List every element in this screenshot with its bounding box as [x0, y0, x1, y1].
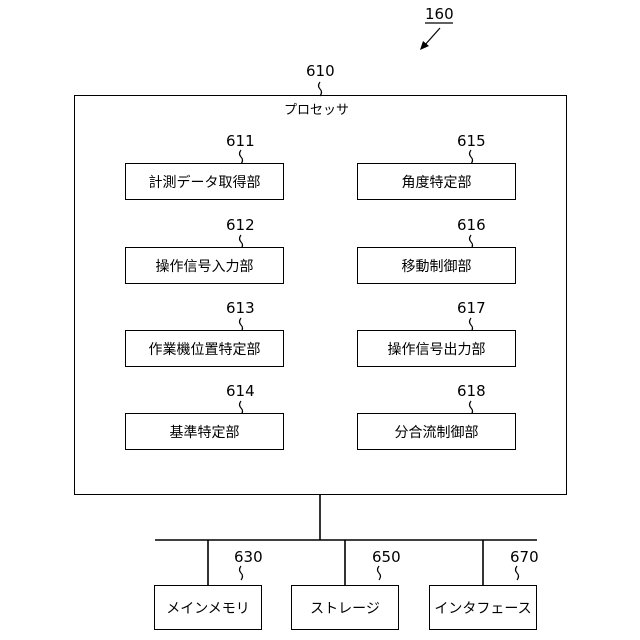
- ref-617: 617: [457, 299, 486, 317]
- unit-box-614: 基準特定部: [125, 413, 284, 450]
- unit-box-615: 角度特定部: [357, 163, 516, 200]
- ref-670: 670: [510, 548, 539, 566]
- ref-613: 613: [226, 299, 255, 317]
- ref-614: 614: [226, 382, 255, 400]
- unit-box-618: 分合流制御部: [357, 413, 516, 450]
- ref-612: 612: [226, 216, 255, 234]
- unit-box-617: 操作信号出力部: [357, 330, 516, 367]
- unit-box-616: 移動制御部: [357, 247, 516, 284]
- leader-630: [240, 566, 243, 580]
- leader-610: [319, 82, 322, 96]
- ref-650: 650: [372, 548, 401, 566]
- ref-616: 616: [457, 216, 486, 234]
- leader-670: [516, 566, 519, 580]
- ref-630: 630: [234, 548, 263, 566]
- unit-box-613: 作業機位置特定部: [125, 330, 284, 367]
- processor-title: プロセッサ: [284, 99, 349, 118]
- figure-ref-160: 160: [425, 5, 454, 23]
- arrow-160-line: [424, 28, 440, 46]
- storage-box: ストレージ: [291, 585, 399, 630]
- unit-box-611: 計測データ取得部: [125, 163, 284, 200]
- ref-615: 615: [457, 132, 486, 150]
- ref-618: 618: [457, 382, 486, 400]
- unit-box-612: 操作信号入力部: [125, 247, 284, 284]
- ref-610: 610: [306, 62, 335, 80]
- leader-650: [378, 566, 381, 580]
- main-memory-box: メインメモリ: [154, 585, 262, 630]
- interface-box: インタフェース: [429, 585, 537, 630]
- ref-611: 611: [226, 132, 255, 150]
